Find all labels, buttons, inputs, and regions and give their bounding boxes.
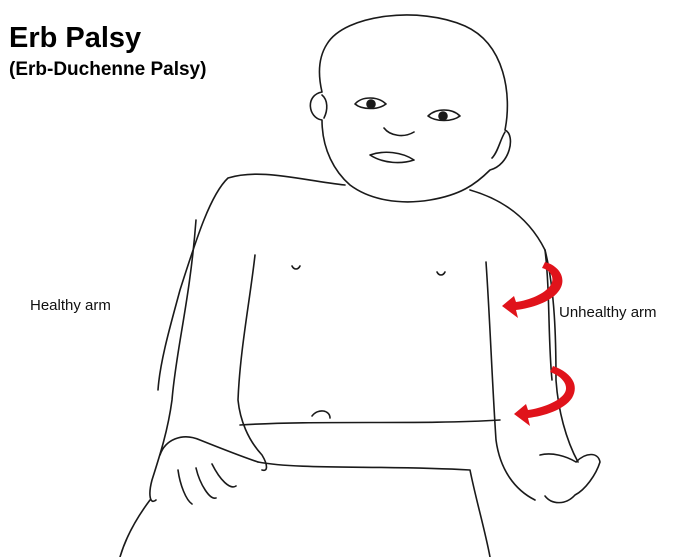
diaper-lower — [258, 462, 490, 557]
healthy-arm-inner — [238, 255, 267, 470]
diaper-top — [240, 420, 500, 425]
diagram-title: Erb Palsy — [9, 24, 141, 53]
healthy-arm-label: Healthy arm — [30, 298, 111, 313]
mouth — [370, 152, 414, 162]
healthy-hand — [160, 437, 258, 504]
unhealthy-arm-label: Unhealthy arm — [559, 305, 657, 320]
diagram-subtitle: (Erb-Duchenne Palsy) — [9, 60, 206, 79]
unhealthy-arm-inner — [486, 262, 535, 500]
nipple-right — [437, 272, 445, 275]
left-leg — [120, 500, 150, 557]
nipple-left — [292, 266, 300, 269]
unhealthy-hand — [540, 454, 600, 503]
rotation-arrow-lower — [514, 366, 575, 426]
torso-right — [470, 190, 552, 380]
nose — [384, 128, 414, 135]
baby-head — [310, 15, 510, 202]
inward-rotation-arrows — [502, 262, 575, 426]
belly-button — [312, 411, 330, 418]
right-ear — [492, 132, 505, 158]
left-ear — [322, 95, 327, 118]
